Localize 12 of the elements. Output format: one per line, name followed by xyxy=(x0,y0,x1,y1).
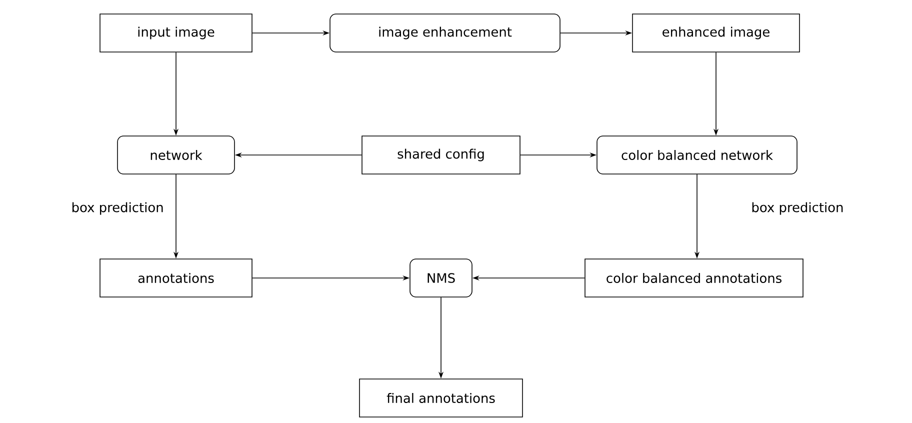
process-box: network xyxy=(117,136,235,174)
data-box: final annotations xyxy=(359,378,523,418)
data-box: annotations xyxy=(100,258,252,298)
edge-label: box prediction xyxy=(72,202,163,215)
process-box: color balanced network xyxy=(596,136,798,174)
data-box: shared config xyxy=(362,136,520,174)
edge-label: box prediction xyxy=(752,202,843,215)
process-box: NMS xyxy=(410,258,472,298)
data-box: input image xyxy=(100,14,252,52)
data-box: enhanced image xyxy=(632,14,800,52)
process-box: image enhancement xyxy=(330,14,560,52)
data-box: color balanced annotations xyxy=(584,258,804,298)
